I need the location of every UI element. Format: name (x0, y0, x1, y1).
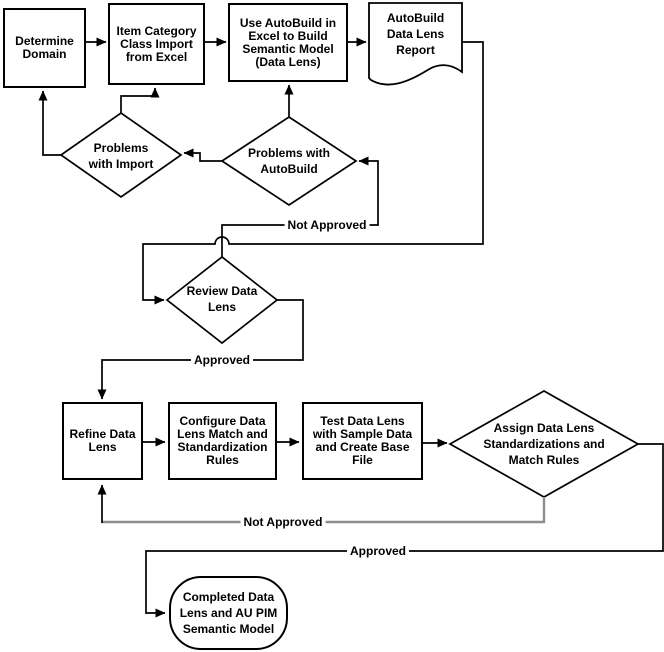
process-item-category-import: Item Category Class Import from Excel (108, 3, 205, 85)
connector-review-not-approved (221, 156, 379, 257)
decision-diamond-review-data-lens (165, 255, 279, 345)
process-test-data-lens: Test Data Lens with Sample Data and Crea… (302, 402, 423, 480)
connector-import-problems-to-determine (38, 90, 61, 156)
edge-label-review-not-approved: Not Approved (284, 218, 370, 232)
decision-diamond-assign-rules (448, 390, 640, 498)
process-configure-rules: Configure Data Lens Match and Standardiz… (168, 402, 277, 480)
connector-review-approved-to-refine (97, 299, 304, 400)
connector-autobuild-problems-to-import-problems (183, 148, 222, 162)
document-shape-autobuild-report (368, 2, 463, 86)
decision-diamond-problems-with-import (59, 111, 183, 199)
process-refine-data-lens: Refine Data Lens (62, 402, 143, 480)
edge-label-review-approved: Approved (190, 353, 254, 367)
process-determine-domain: Determine Domain (3, 8, 86, 88)
terminator-completed-model: Completed Data Lens and AU PIM Semantic … (169, 576, 288, 650)
edge-label-assign-approved: Approved (346, 544, 410, 558)
process-use-autobuild: Use AutoBuild in Excel to Build Semantic… (228, 3, 348, 82)
connector-import-problems-to-import (120, 87, 160, 113)
edge-label-assign-not-approved: Not Approved (240, 515, 326, 529)
decision-diamond-problems-with-autobuild (220, 115, 358, 207)
